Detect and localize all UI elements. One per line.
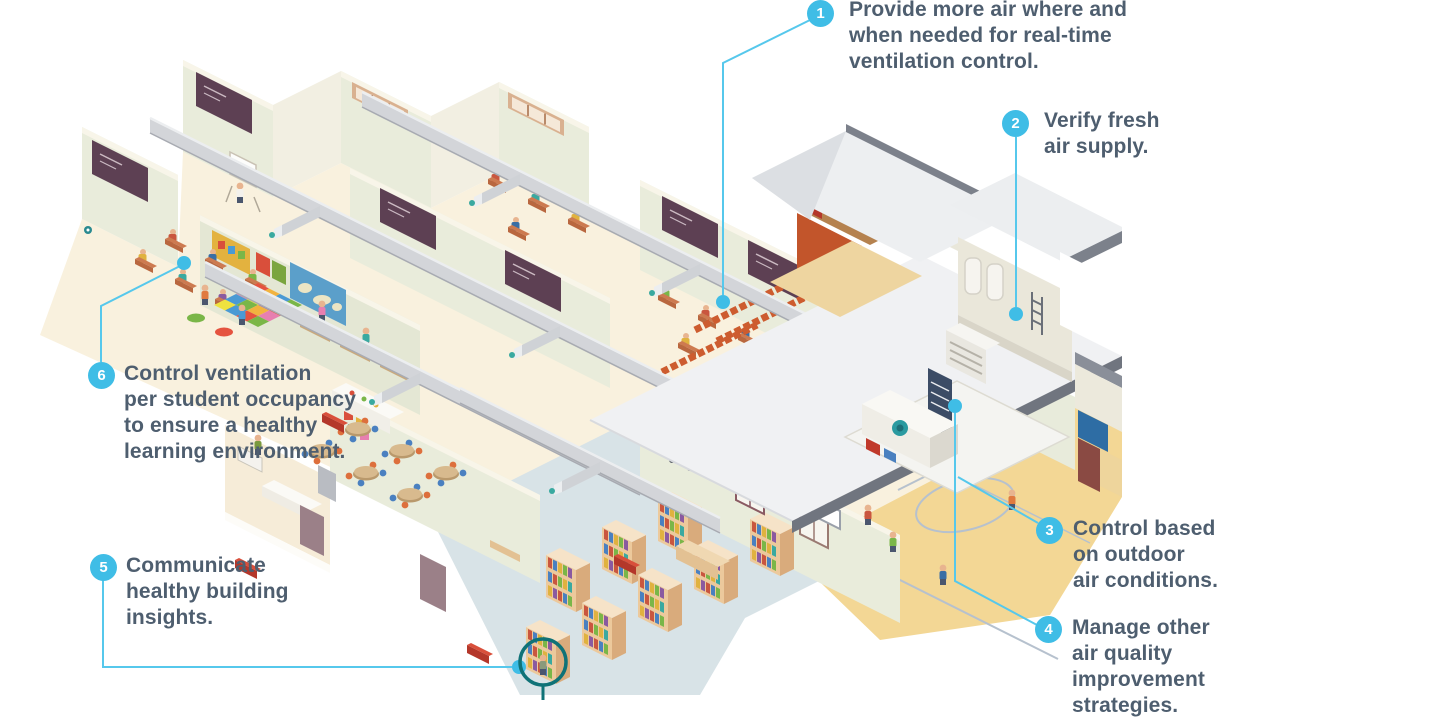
infographic-canvas: 1 Provide more air where and when needed… xyxy=(40,0,1440,717)
connector-line-4 xyxy=(954,413,1038,626)
duct-run xyxy=(361,90,853,353)
cafeteria xyxy=(237,383,467,612)
callout-3-badge: 3 xyxy=(1036,517,1063,544)
callout-3-text: Control based on outdoor air conditions. xyxy=(1073,517,1219,592)
callout-connectors xyxy=(100,19,1039,674)
callout-4-text: Manage other air quality improvement str… xyxy=(1072,616,1210,717)
callout-1-badge: 1 xyxy=(807,0,834,27)
callout-5-badge: 5 xyxy=(90,554,117,581)
attic-mechanical-room xyxy=(752,124,1014,317)
connector-dot-6 xyxy=(177,256,191,270)
kitchen-fixtures xyxy=(237,434,336,556)
connector-line-5 xyxy=(102,580,512,668)
stage-floor xyxy=(770,241,922,317)
rooftop-ahu-unit xyxy=(843,323,1071,494)
serving-counter xyxy=(332,383,404,434)
air-tank xyxy=(986,263,1004,301)
gym-end-wall xyxy=(1075,352,1122,497)
air-tank xyxy=(964,257,982,295)
callout-1-text: Provide more air where and when needed f… xyxy=(849,0,1128,73)
background-mask xyxy=(1122,0,1440,700)
connector-dot-2 xyxy=(1009,307,1023,321)
callout-2-badge: 2 xyxy=(1002,110,1029,137)
posters xyxy=(256,252,286,285)
school-building-illustration xyxy=(40,0,1440,700)
connector-line-1 xyxy=(722,19,811,295)
connector-dot-4 xyxy=(948,399,962,413)
building xyxy=(40,0,1440,700)
occupant-highlight xyxy=(518,637,568,700)
gym-blue-panel xyxy=(1078,410,1108,452)
ductwork xyxy=(84,90,853,579)
callout-4-badge: 4 xyxy=(1035,616,1062,643)
fresh-air-roof xyxy=(950,173,1126,261)
fresh-air-room xyxy=(950,173,1126,382)
reception-desk xyxy=(676,540,730,580)
callout-6-badge: 6 xyxy=(88,362,115,389)
callout-2-text: Verify fresh air supply. xyxy=(1044,109,1160,158)
storage-cabinet xyxy=(420,554,446,612)
connector-line-3 xyxy=(957,476,1039,524)
callout-5-text: Communicate healthy building insights. xyxy=(126,554,289,629)
ladder xyxy=(1031,292,1043,335)
reading-table xyxy=(490,540,520,562)
callout-6-text: Control ventilation per student occupanc… xyxy=(124,362,356,463)
library xyxy=(467,492,794,684)
connector-dot-1 xyxy=(716,295,730,309)
connector-line-6 xyxy=(100,265,181,362)
gym-door xyxy=(1078,438,1100,492)
world-map xyxy=(290,262,346,326)
bulletin-board xyxy=(212,230,250,275)
background-mask xyxy=(1060,252,1122,356)
